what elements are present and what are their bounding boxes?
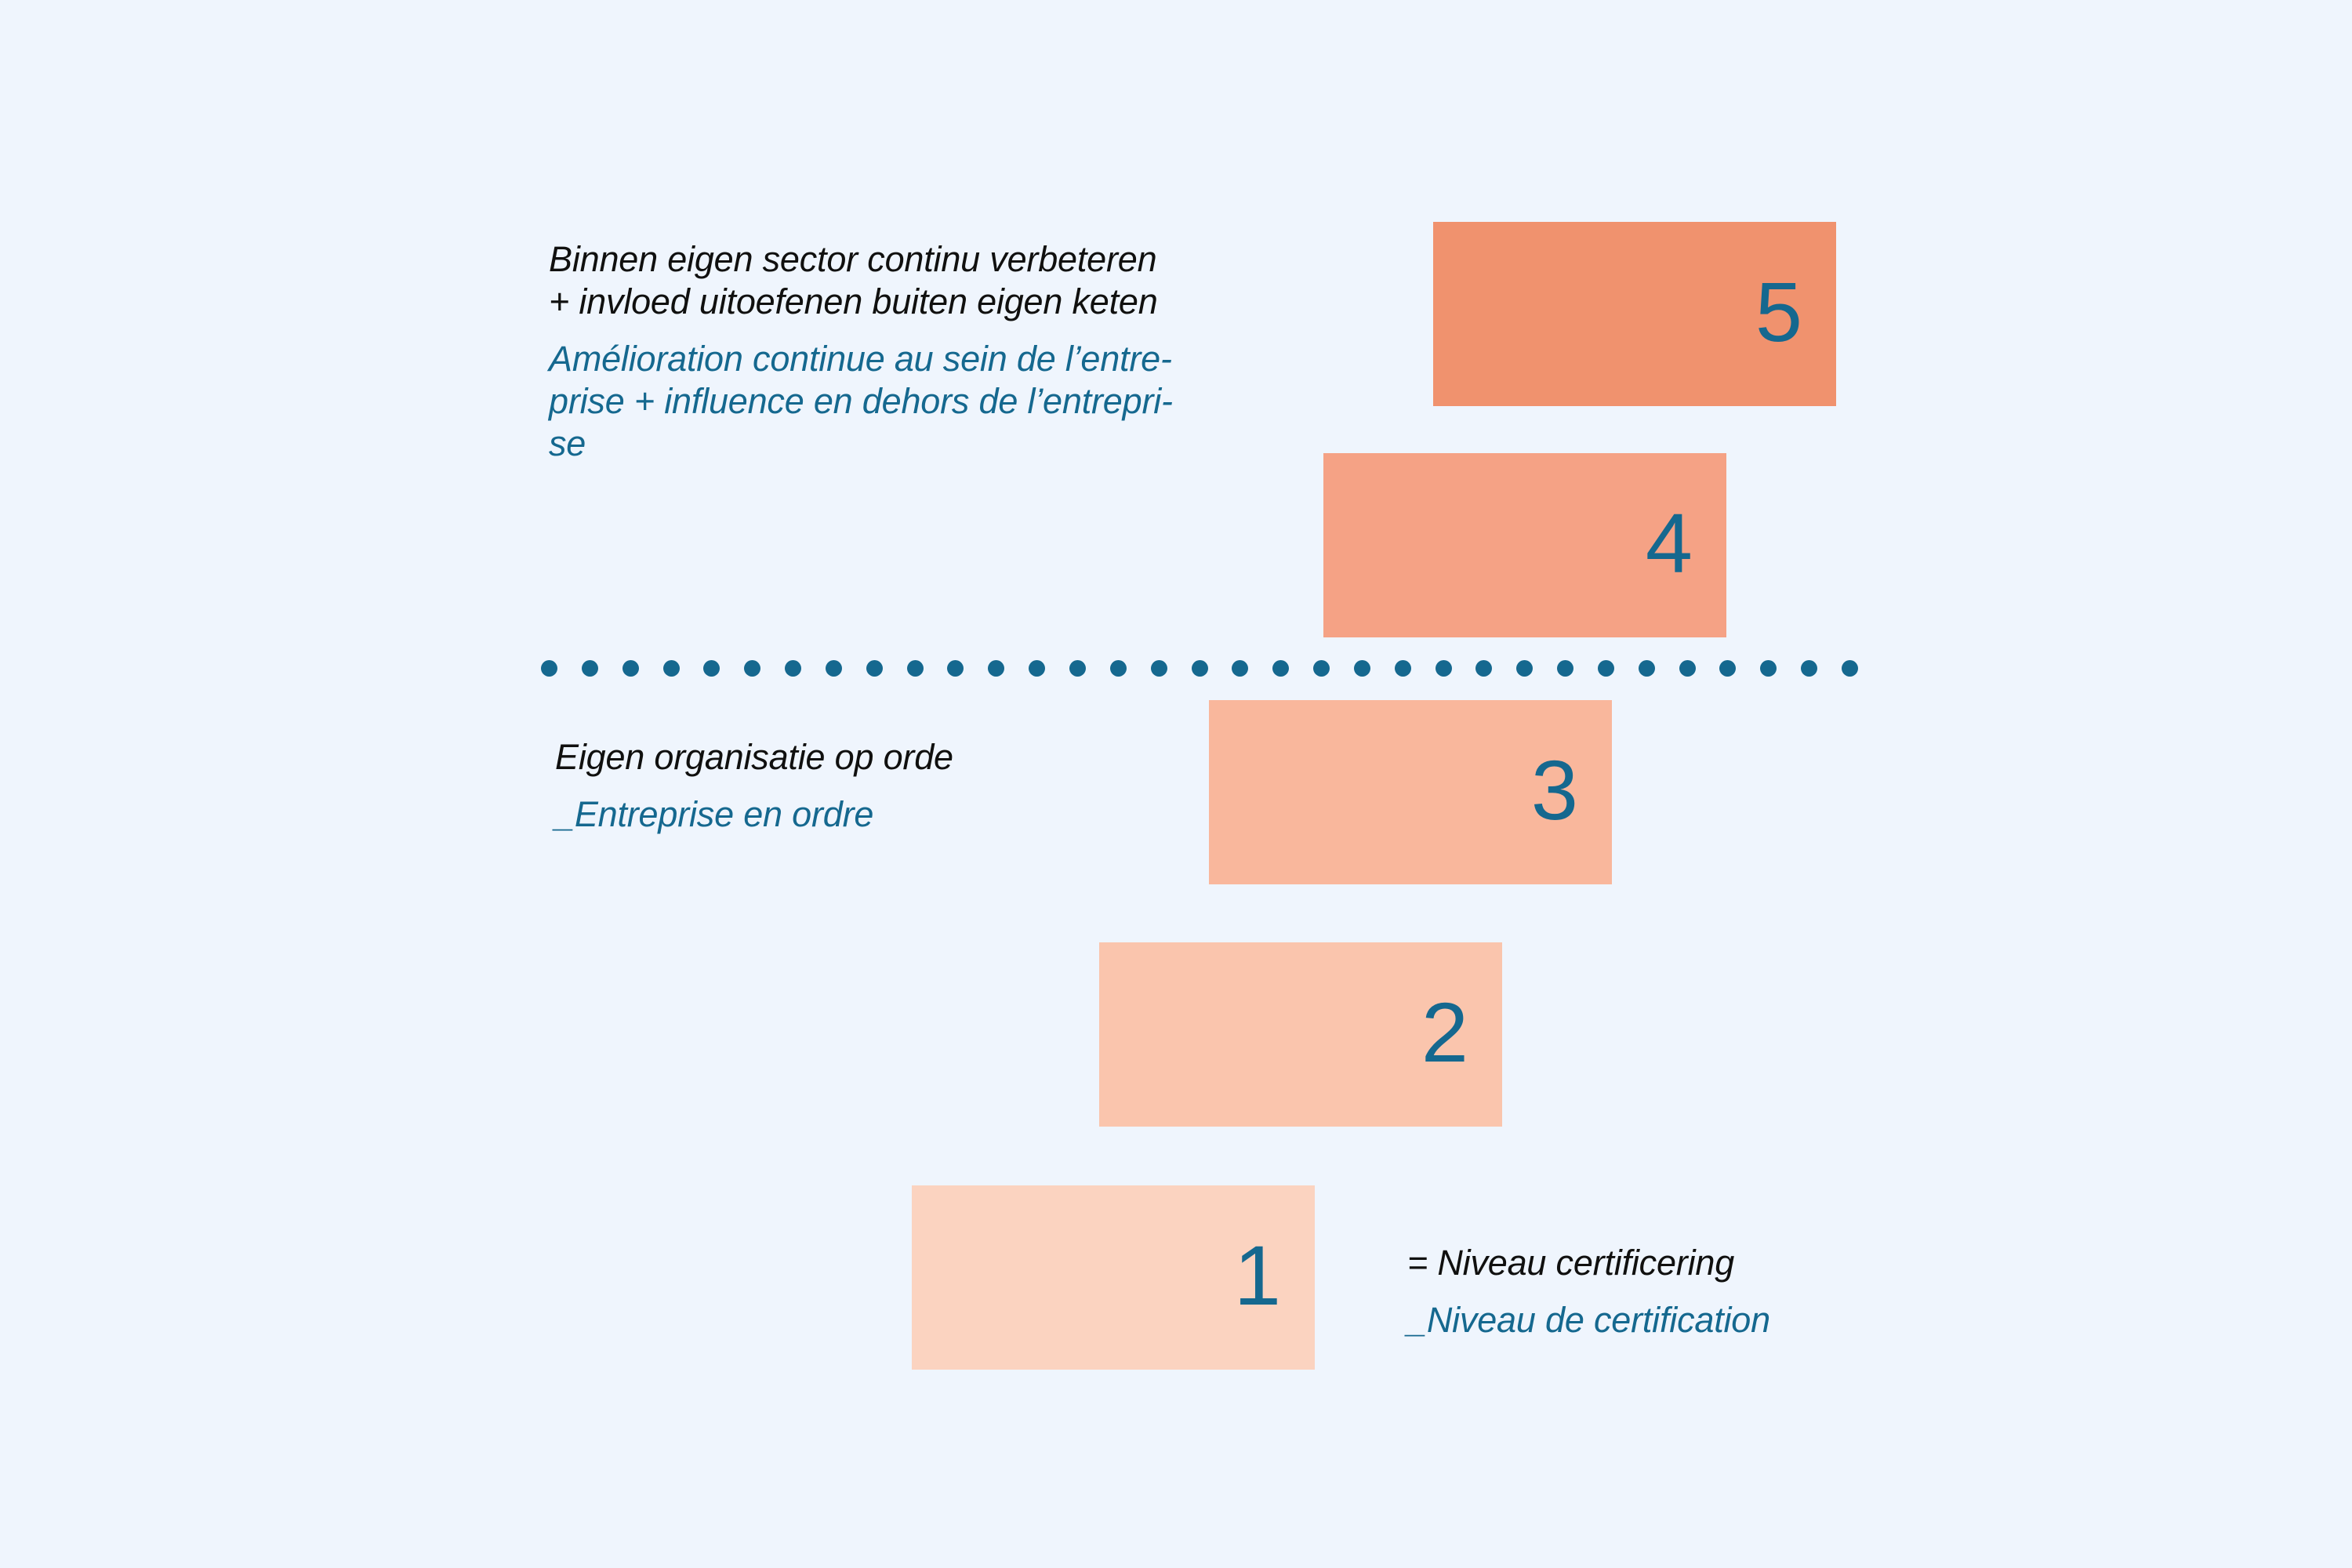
bar-level-5-number: 5: [1755, 263, 1802, 359]
divider-dot: [1801, 659, 1818, 677]
divider-dot: [785, 659, 802, 677]
annotation-certification-legend: = Niveau certificering _Niveau de certif…: [1407, 1227, 2113, 1357]
divider-dot: [1760, 659, 1777, 677]
annotation-lower-zone-fr: _Entreprise en ordre: [555, 794, 874, 835]
bar-level-4[interactable]: 4: [1323, 453, 1726, 637]
bar-level-2-number: 2: [1421, 984, 1468, 1080]
annotation-certification-legend-nl: = Niveau certificering: [1407, 1243, 1735, 1283]
divider-dot: [906, 659, 924, 677]
divider-dot: [1232, 659, 1249, 677]
divider-dot: [622, 659, 639, 677]
divider-dot: [1191, 659, 1208, 677]
divider-dot: [988, 659, 1005, 677]
divider-dot: [662, 659, 680, 677]
bar-level-1[interactable]: 1: [912, 1185, 1315, 1370]
bar-level-5[interactable]: 5: [1433, 222, 1836, 406]
divider-dot: [1150, 659, 1167, 677]
divider-dot: [1353, 659, 1370, 677]
divider-dot: [1272, 659, 1290, 677]
divider-dot: [825, 659, 842, 677]
annotation-upper-zone-nl: Binnen eigen sector continu verbeteren +…: [549, 239, 1158, 322]
divider-dot: [1069, 659, 1086, 677]
annotation-upper-zone-fr: Amélioration continue au sein de l’entre…: [549, 339, 1173, 464]
bar-level-4-number: 4: [1645, 495, 1693, 590]
divider-dot: [1435, 659, 1452, 677]
bar-level-2[interactable]: 2: [1099, 942, 1502, 1127]
annotation-certification-legend-fr: _Niveau de certification: [1407, 1300, 1770, 1341]
divider-dot: [1679, 659, 1696, 677]
annotation-upper-zone: Binnen eigen sector continu verbeteren +…: [549, 223, 1411, 481]
divider-dot: [1842, 659, 1858, 677]
divider-dot: [541, 659, 557, 677]
divider-dot: [1313, 659, 1330, 677]
divider-dot: [1029, 659, 1046, 677]
divider-dot: [703, 659, 720, 677]
annotation-lower-zone-nl: Eigen organisatie op orde: [555, 737, 953, 778]
divider-dot: [1557, 659, 1574, 677]
divider-dot: [1516, 659, 1534, 677]
bar-level-1-number: 1: [1233, 1227, 1281, 1323]
divider-dot: [1475, 659, 1493, 677]
divider-dot: [947, 659, 964, 677]
bar-level-3[interactable]: 3: [1209, 700, 1612, 884]
divider-dot: [1597, 659, 1614, 677]
divider-dot: [866, 659, 883, 677]
divider-dot: [1394, 659, 1411, 677]
annotation-lower-zone: Eigen organisatie op orde _Entreprise en…: [555, 721, 1339, 851]
bar-level-3-number: 3: [1530, 742, 1578, 837]
divider-dot: [1109, 659, 1127, 677]
divider-dot: [1719, 659, 1737, 677]
divider-dot: [744, 659, 761, 677]
divider-dot: [581, 659, 598, 677]
dotted-divider-line: [541, 659, 1858, 677]
divider-dot: [1638, 659, 1655, 677]
